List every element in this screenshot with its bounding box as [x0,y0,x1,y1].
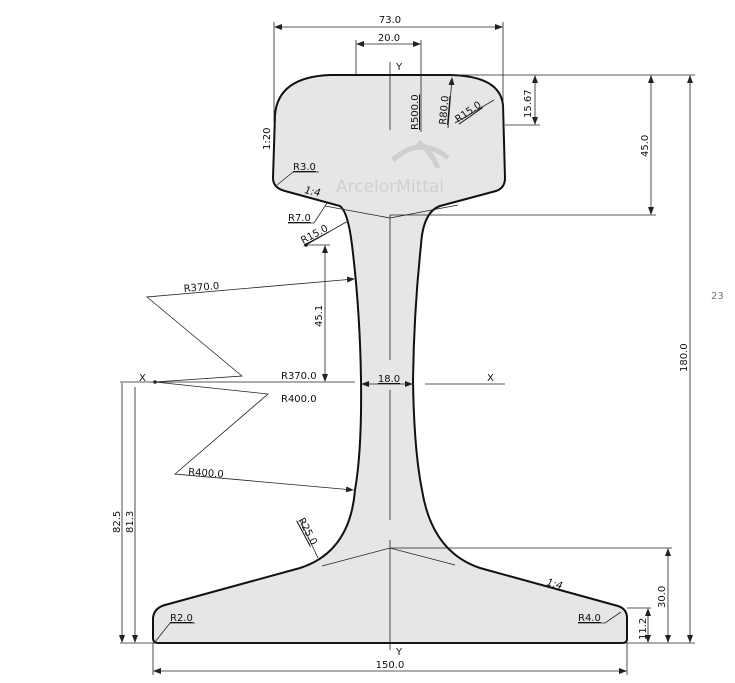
radius-r400-bottom: R400.0 [188,467,224,480]
radius-r2: R2.0 [170,613,193,624]
dim-foot-edge: 11.2 [638,618,649,640]
x-axis-label-right: X [487,373,494,384]
radius-r25: R25.0 [295,516,318,547]
dim-rail-height: 180.0 [679,343,690,372]
dim-web-height: 45.1 [314,305,325,327]
radius-r3: R3.0 [293,162,316,173]
radius-r15-web: R15.0 [299,223,330,246]
dim-neutral-axis-82: 82.5 [112,511,123,533]
y-axis-label-top: Y [395,62,403,73]
dim-web-thickness: 18.0 [378,374,400,385]
radius-r370-top: R370.0 [183,281,219,295]
dim-head-side-depth: 15.67 [523,89,534,118]
dim-head-width: 73.0 [379,15,401,26]
radius-r500: R500.0 [410,94,421,130]
x-axis-line [120,381,505,385]
radius-r7: R7.0 [288,213,311,224]
page-number: 23 [711,291,724,302]
dim-head-height: 45.0 [640,135,651,157]
radius-r4: R4.0 [578,613,601,624]
slope-foot-top: 1:4 [545,577,563,592]
dim-foot-width: 150.0 [376,660,405,671]
y-axis-label-bottom: Y [395,647,403,658]
radius-r80: R80.0 [438,95,452,125]
radius-r400-mid: R400.0 [281,394,317,405]
x-axis-label-left: X [139,373,146,384]
radius-r370-mid: R370.0 [281,371,317,382]
dim-neutral-axis-81: 81.3 [125,511,136,533]
slope-head-under: 1:4 [303,185,321,199]
slope-head-side: 1:20 [262,128,273,150]
dim-crown-width: 20.0 [378,33,400,44]
dim-foot-height: 30.0 [657,586,668,608]
arcelormittal-logo-icon [391,139,450,170]
watermark-text: ArcelorMittal [336,177,444,197]
